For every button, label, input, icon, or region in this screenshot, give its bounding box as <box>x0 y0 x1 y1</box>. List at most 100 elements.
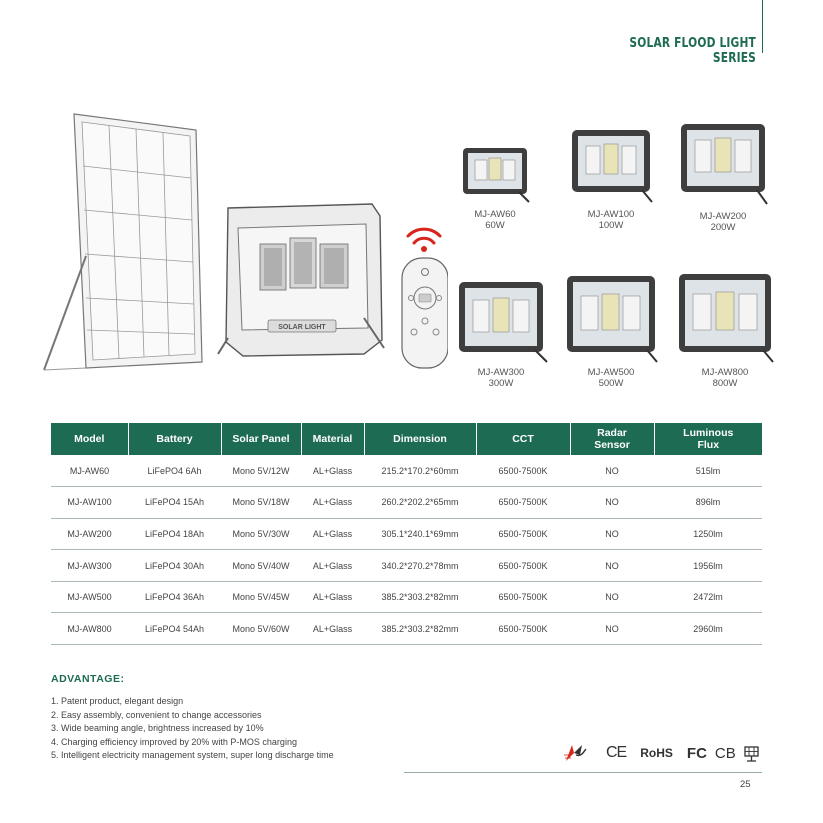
variant-mj-aw60: MJ-AW60 60W <box>440 142 550 231</box>
table-cell: 6500-7500K <box>476 455 570 488</box>
table-cell: Mono 5V/40W <box>221 549 301 582</box>
column-header: Luminous Flux <box>653 423 762 455</box>
table-cell: NO <box>570 581 654 614</box>
variant-watt: 800W <box>712 378 738 389</box>
solar-panel-image <box>43 113 203 371</box>
table-cell: 1250lm <box>654 518 762 551</box>
table-cell: NO <box>570 612 654 646</box>
table-cell: Mono 5V/12W <box>221 455 301 488</box>
floodlight-200w-image <box>681 124 768 205</box>
table-cell: NO <box>570 549 654 582</box>
table-cell: 215.2*170.2*60mm <box>364 455 476 488</box>
column-header: Solar Panel <box>220 423 301 455</box>
hero-product-illustration: SOLAR LIGHT <box>43 113 448 371</box>
variant-model: MJ-AW60 <box>474 209 516 220</box>
table-cell: LiFePO4 6Ah <box>128 455 221 488</box>
variant-mj-aw100: MJ-AW100 100W <box>556 124 666 231</box>
column-header: Material <box>300 423 364 455</box>
table-cell: 6500-7500K <box>476 486 570 519</box>
table-cell: MJ-AW800 <box>51 612 128 646</box>
table-cell: AL+Glass <box>301 549 364 582</box>
table-cell: LiFePO4 36Ah <box>128 581 221 614</box>
table-cell: AL+Glass <box>301 612 364 646</box>
table-cell: AL+Glass <box>301 518 364 551</box>
footer-divider <box>404 772 762 773</box>
table-cell: LiFePO4 30Ah <box>128 549 221 582</box>
list-item: 2. Easy assembly, convenient to change a… <box>51 709 262 720</box>
table-cell: 6500-7500K <box>476 549 570 582</box>
table-cell: Mono 5V/60W <box>221 612 301 646</box>
table-cell: 260.2*202.2*65mm <box>364 486 476 519</box>
floodlight-500w-image <box>567 276 658 363</box>
list-item: 3. Wide beaming angle, brightness increa… <box>51 723 264 733</box>
column-header: CCT <box>475 423 570 455</box>
variant-mj-aw200: MJ-AW200 200W <box>668 120 778 233</box>
table-row: MJ-AW200 LiFePO4 18Ah Mono 5V/30W AL+Gla… <box>51 518 762 551</box>
variant-model: MJ-AW500 <box>587 367 635 378</box>
column-header: Model <box>51 423 128 455</box>
table-row: MJ-AW100 LiFePO4 15Ah Mono 5V/18W AL+Gla… <box>51 486 762 519</box>
solar-certification-icon <box>744 746 759 762</box>
floodlight-300w-image <box>459 282 548 363</box>
table-cell: LiFePO4 54Ah <box>128 612 221 646</box>
variant-mj-aw500: MJ-AW500 500W <box>556 272 666 389</box>
variant-watt: 60W <box>485 220 505 231</box>
cb-mark: CB <box>714 744 736 762</box>
table-cell: MJ-AW100 <box>51 486 128 519</box>
column-header: Dimension <box>363 423 476 455</box>
list-item: 1. Patent product, elegant design <box>51 696 184 706</box>
fixture-label: SOLAR LIGHT <box>278 324 326 331</box>
table-cell: MJ-AW500 <box>51 581 128 614</box>
table-cell: 6500-7500K <box>476 581 570 614</box>
table-row: MJ-AW60 LiFePO4 6Ah Mono 5V/12W AL+Glass… <box>51 455 762 488</box>
page-number: 25 <box>740 779 751 790</box>
spec-table: Model Battery Solar Panel Material Dimen… <box>51 423 762 646</box>
table-row: MJ-AW500 LiFePO4 36Ah Mono 5V/45W AL+Gla… <box>51 581 762 614</box>
wireless-signal-icon <box>406 227 442 245</box>
variant-model: MJ-AW200 <box>699 211 747 222</box>
table-cell: AL+Glass <box>301 486 364 519</box>
table-cell: 6500-7500K <box>476 518 570 551</box>
table-cell: AL+Glass <box>301 455 364 488</box>
table-cell: MJ-AW200 <box>51 518 128 551</box>
table-cell: MJ-AW60 <box>51 455 128 488</box>
table-cell: Mono 5V/30W <box>221 518 301 551</box>
variant-model: MJ-AW100 <box>587 209 635 220</box>
table-cell: 896lm <box>654 486 762 519</box>
variant-model: MJ-AW800 <box>701 367 749 378</box>
table-cell: AL+Glass <box>301 581 364 614</box>
certification-mark-icon <box>564 745 587 761</box>
advantage-list: 1. Patent product, elegant design 2. Eas… <box>51 695 334 763</box>
variant-mj-aw800: MJ-AW800 800W <box>670 270 780 389</box>
table-cell: Mono 5V/45W <box>221 581 301 614</box>
floodlight-fixture-image: SOLAR LIGHT <box>217 203 385 357</box>
table-cell: 6500-7500K <box>476 612 570 646</box>
table-cell: 515lm <box>654 455 762 488</box>
series-title: SOLAR FLOOD LIGHT SERIES <box>629 36 756 66</box>
table-cell: NO <box>570 486 654 519</box>
table-cell: 340.2*270.2*78mm <box>364 549 476 582</box>
header-divider <box>762 0 763 53</box>
list-item: 5. Intelligent electricity management sy… <box>51 750 334 760</box>
rohs-mark: RoHS <box>640 746 673 760</box>
floodlight-60w-image <box>463 148 530 203</box>
remote-control-image <box>401 227 448 369</box>
variant-watt: 300W <box>488 378 514 389</box>
column-header: Radar Sensor <box>569 423 654 455</box>
table-cell: LiFePO4 15Ah <box>128 486 221 519</box>
table-cell: NO <box>570 455 654 488</box>
table-row: MJ-AW800 LiFePO4 54Ah Mono 5V/60W AL+Gla… <box>51 612 762 646</box>
table-cell: 1956lm <box>654 549 762 582</box>
table-cell: 2472lm <box>654 581 762 614</box>
table-cell: LiFePO4 18Ah <box>128 518 221 551</box>
table-header-row: Model Battery Solar Panel Material Dimen… <box>51 423 762 455</box>
table-cell: MJ-AW300 <box>51 549 128 582</box>
table-cell: NO <box>570 518 654 551</box>
fc-mark: FC <box>686 744 707 762</box>
variant-watt: 500W <box>598 378 624 389</box>
variant-watt: 200W <box>710 222 736 233</box>
advantage-heading: ADVANTAGE: <box>51 673 125 685</box>
list-item: 4. Charging efficiency improved by 20% w… <box>51 736 297 747</box>
certification-logos: CE RoHS FC CB <box>562 740 776 766</box>
floodlight-800w-image <box>679 274 774 363</box>
